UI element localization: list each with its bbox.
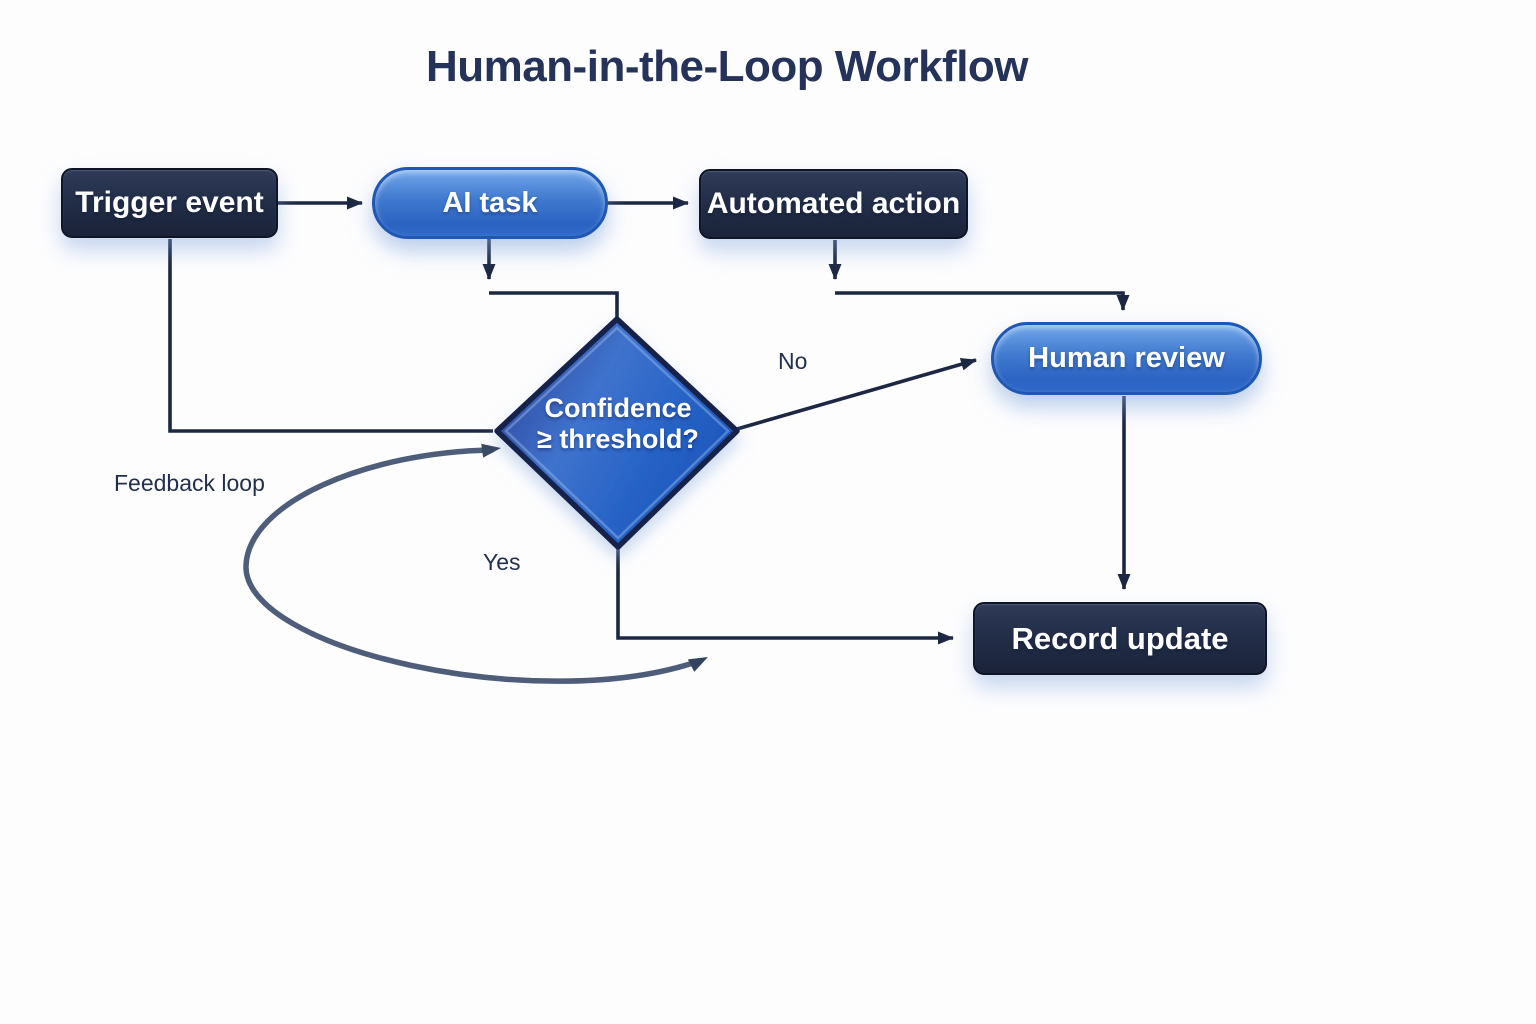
node-human-review-label: Human review bbox=[1028, 342, 1225, 374]
edge-decision-no-to-human-review bbox=[736, 357, 977, 431]
edge-label-feedback-loop: Feedback loop bbox=[114, 470, 265, 496]
node-automated-action-label: Automated action bbox=[706, 187, 961, 220]
edge-feedback-loop-arc bbox=[243, 447, 702, 684]
node-trigger-event: Trigger event bbox=[61, 168, 278, 238]
edge-label-no: No bbox=[778, 348, 808, 374]
node-ai-task-label: AI task bbox=[442, 186, 538, 219]
edge-label-yes: Yes bbox=[483, 549, 521, 575]
node-human-review: Human review bbox=[991, 322, 1262, 395]
feedback-arrowhead-into-decision bbox=[481, 443, 501, 458]
node-automated-action: Automated action bbox=[699, 169, 968, 239]
node-record-update-label: Record update bbox=[1011, 620, 1229, 656]
edge-trigger-elbow-to-decision bbox=[168, 239, 493, 433]
decision-label-line2: ≥ threshold? bbox=[537, 424, 699, 454]
node-record-update: Record update bbox=[973, 602, 1267, 675]
decision-label-line1: Confidence bbox=[544, 393, 692, 423]
edge-aitask-elbow-to-decision bbox=[489, 291, 619, 325]
edge-automated-elbow-to-human-review bbox=[835, 291, 1130, 311]
decision-diamond-inner-bevel bbox=[504, 326, 730, 540]
decision-diamond-shape bbox=[494, 316, 740, 550]
node-ai-task: AI task bbox=[372, 167, 608, 239]
node-trigger-event-label: Trigger event bbox=[75, 186, 264, 219]
page-title: Human-in-the-Loop Workflow bbox=[425, 42, 1029, 91]
node-decision-label: Confidence ≥ threshold? bbox=[518, 393, 718, 455]
edge-decision-yes-to-record-update bbox=[616, 545, 954, 645]
feedback-arrowhead-end bbox=[687, 657, 708, 672]
